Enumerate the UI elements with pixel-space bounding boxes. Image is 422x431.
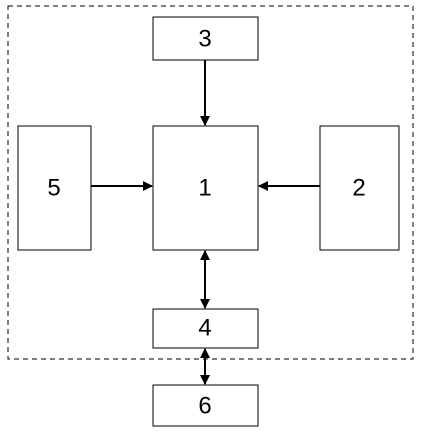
block-4: 4 <box>152 308 259 349</box>
block-5-box <box>17 125 92 251</box>
block-5-label: 5 <box>47 175 60 202</box>
block-6-label: 6 <box>198 393 211 420</box>
block-6: 6 <box>152 384 259 427</box>
block-2-box <box>319 125 400 251</box>
block-4-label: 4 <box>198 315 211 342</box>
block-3: 3 <box>152 16 259 61</box>
block-1-label: 1 <box>198 175 211 202</box>
block-3-label: 3 <box>198 26 211 53</box>
block-1-box <box>152 125 259 251</box>
block-6-box <box>152 384 259 427</box>
block-2: 2 <box>319 125 400 251</box>
system-boundary <box>7 5 414 360</box>
block-1: 1 <box>152 125 259 251</box>
block-5: 5 <box>17 125 92 251</box>
block-2-label: 2 <box>352 175 365 202</box>
